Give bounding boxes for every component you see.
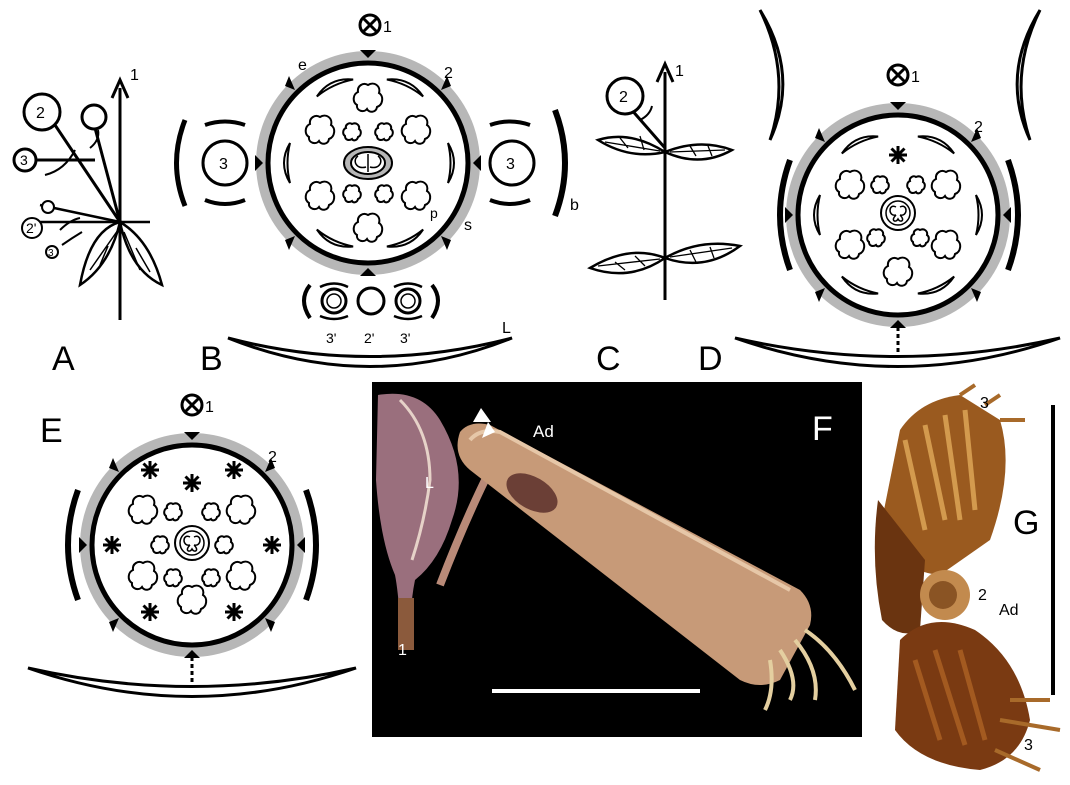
label-L-b: L <box>502 320 511 337</box>
panel-label-b: B <box>200 340 223 378</box>
panel-label-g: G <box>1013 504 1039 542</box>
label-s-b: s <box>464 217 472 234</box>
label-3prime-b-right: 3' <box>400 330 410 346</box>
panel-c-diagram: 1 2 C <box>590 63 740 378</box>
label-3-g-bottom: 3 <box>1024 737 1033 754</box>
label-3-b-left: 3 <box>219 156 228 173</box>
label-p-b: p <box>430 205 438 221</box>
label-2prime-a: 2' <box>26 220 36 236</box>
panel-b-diagram: 1 e 2 p s 3 <box>177 15 580 378</box>
panel-label-c: C <box>596 340 621 378</box>
axis-label-c: 1 <box>675 63 684 80</box>
label-3-g-top: 3 <box>980 395 989 412</box>
label-ad-g: Ad <box>999 602 1019 619</box>
label-2-d: 2 <box>974 119 983 136</box>
label-1-f: 1 <box>398 642 407 659</box>
label-3-b-right: 3 <box>506 156 515 173</box>
panel-e-diagram: 1 2 E <box>28 395 356 697</box>
label-2-g: 2 <box>978 587 987 604</box>
label-e-b: e <box>298 57 307 74</box>
panel-label-f: F <box>812 410 833 448</box>
panel-f-photo: L 1 Ad F <box>372 382 862 737</box>
label-2-e: 2 <box>268 449 277 466</box>
axis-label-d: 1 <box>911 69 920 86</box>
label-L-f: L <box>425 475 434 492</box>
panel-label-d: D <box>698 340 723 378</box>
label-3prime-a: 3 <box>48 248 54 259</box>
panel-d-diagram: 1 2 D <box>698 10 1060 378</box>
axis-label-a: 1 <box>130 67 139 84</box>
axis-label-b: 1 <box>383 19 392 36</box>
panel-g-photo: 3 2 Ad 3 G <box>875 385 1060 770</box>
panel-a-diagram: 1 2 3 2' 3 A <box>14 67 162 378</box>
panel-label-a: A <box>52 340 75 378</box>
axis-label-e: 1 <box>205 399 214 416</box>
panel-label-e: E <box>40 412 63 450</box>
label-ad-f: Ad <box>533 422 554 441</box>
label-3prime-b-left: 3' <box>326 330 336 346</box>
label-2-a: 2 <box>36 105 45 122</box>
label-b-bract: b <box>570 197 579 214</box>
label-3-a: 3 <box>20 152 28 168</box>
label-2-c: 2 <box>619 89 628 106</box>
label-2prime-b: 2' <box>364 330 374 346</box>
label-2-b: 2 <box>444 65 453 82</box>
